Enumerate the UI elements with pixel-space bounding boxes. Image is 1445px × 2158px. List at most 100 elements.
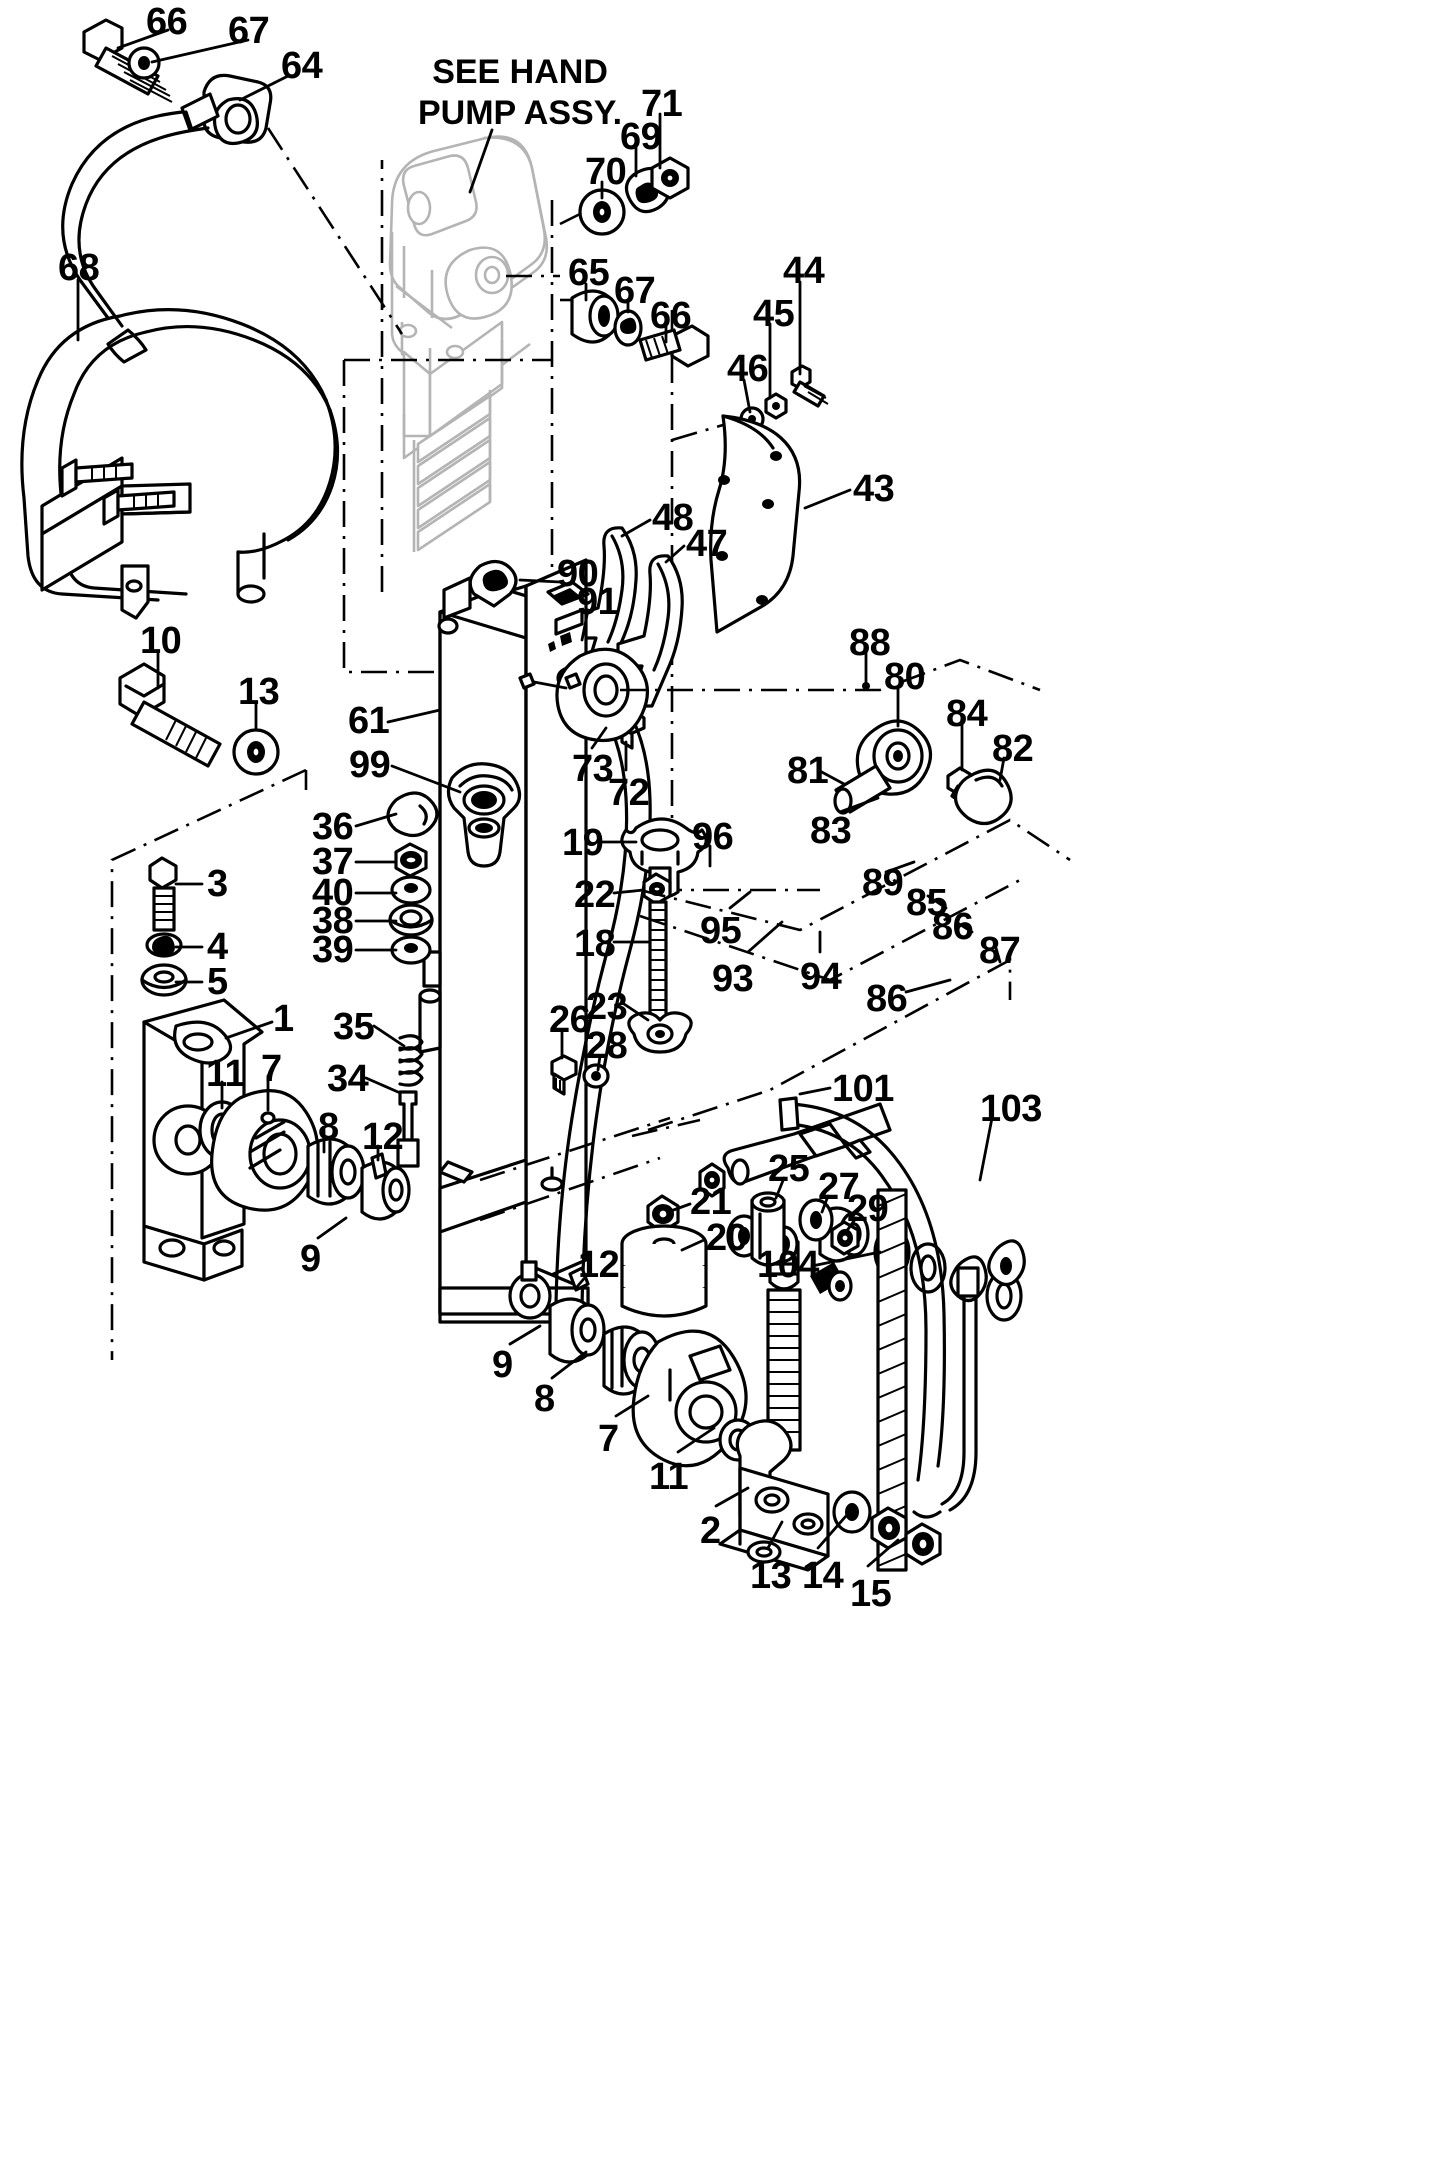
callout-label-89: 89 xyxy=(862,862,904,904)
callout-label-8b: 8 xyxy=(534,1378,555,1420)
leader-line xyxy=(798,1086,832,1096)
part-94-screw xyxy=(810,1262,853,1302)
callout-label-43: 43 xyxy=(853,468,895,510)
callout-label-40: 40 xyxy=(312,872,354,914)
callout-label-8a: 8 xyxy=(318,1106,339,1148)
callout-label-44: 44 xyxy=(783,250,825,292)
leader-line xyxy=(622,1002,650,1022)
leader-line xyxy=(386,708,442,724)
part-67-washer-right xyxy=(613,309,643,347)
callout-label-39: 39 xyxy=(312,929,354,971)
callout-label-48: 48 xyxy=(652,497,694,539)
callout-label-81: 81 xyxy=(787,750,829,792)
leader-line xyxy=(978,1116,994,1182)
callout-leader-lines xyxy=(76,28,1006,1568)
callout-label-68: 68 xyxy=(58,247,100,289)
part-88-pin xyxy=(862,682,870,690)
part-43-cover-plate xyxy=(709,414,802,634)
callout-label-21: 21 xyxy=(690,1181,732,1223)
part-81-shaft xyxy=(833,764,892,815)
leader-line xyxy=(238,74,290,102)
callout-label-26: 26 xyxy=(549,999,591,1041)
part-15-nut xyxy=(904,1522,942,1566)
leader-line xyxy=(574,1272,590,1290)
part-7-sheave-bottom xyxy=(631,1329,748,1468)
part-7-sheave-left xyxy=(210,1089,320,1212)
part-23-wing-nut xyxy=(627,1011,693,1054)
part-4-lock-washer xyxy=(145,932,183,958)
hand-pump-ghost-body xyxy=(388,135,549,552)
part-22-nut xyxy=(642,872,672,906)
callout-label-22: 22 xyxy=(574,874,616,916)
part-86-washer-c xyxy=(987,1239,1026,1287)
part-8-bushing-left xyxy=(306,1137,366,1206)
pump-bellows-ghost xyxy=(412,390,492,552)
callout-label-99: 99 xyxy=(349,744,391,786)
leader-line xyxy=(774,1176,786,1200)
leader-line xyxy=(550,1350,588,1380)
part-71-nut xyxy=(650,156,690,200)
note-see-hand-pump-assy: SEE HAND PUMP ASSY. xyxy=(418,53,623,133)
part-main-curved-arm xyxy=(518,647,652,1352)
callout-label-91: 91 xyxy=(577,581,619,623)
part-13-washer-upper xyxy=(232,728,280,776)
callout-label-14: 14 xyxy=(802,1555,844,1597)
callout-label-29: 29 xyxy=(847,1188,889,1230)
part-101-hose xyxy=(778,1096,946,1482)
callout-label-69: 69 xyxy=(620,116,662,158)
part-68-handle-tube xyxy=(20,308,340,620)
callout-label-104: 104 xyxy=(757,1244,819,1286)
leader-line xyxy=(820,1194,830,1214)
callout-label-67b: 67 xyxy=(614,270,656,312)
part-66-bolt-right xyxy=(638,324,710,368)
callout-label-18: 18 xyxy=(574,923,616,965)
leader-line xyxy=(766,1520,784,1550)
part-103-rod xyxy=(912,1266,980,1519)
part-3-bolt xyxy=(148,856,178,932)
part-5-flat-washer xyxy=(140,963,188,997)
leader-line xyxy=(518,578,562,584)
callout-label-11b: 11 xyxy=(649,1456,689,1498)
callout-label-70: 70 xyxy=(585,151,627,193)
callout-label-71: 71 xyxy=(641,83,683,125)
callout-label-28: 28 xyxy=(586,1025,628,1067)
callout-label-7b: 7 xyxy=(598,1418,619,1460)
part-47-pawl xyxy=(616,554,684,708)
callout-label-88: 88 xyxy=(849,622,891,664)
part-67-washer-top xyxy=(127,46,161,80)
callout-label-103: 103 xyxy=(980,1088,1042,1130)
leader-line xyxy=(150,38,250,64)
callout-label-13b: 13 xyxy=(750,1555,792,1597)
callout-label-84: 84 xyxy=(946,693,988,735)
callout-label-27: 27 xyxy=(818,1166,860,1208)
leader-line xyxy=(364,1076,400,1094)
part-13-washer-bottom xyxy=(832,1490,872,1534)
callout-label-10: 10 xyxy=(140,620,182,662)
leader-line xyxy=(746,920,784,954)
callout-label-23: 23 xyxy=(586,986,628,1028)
callout-label-20: 20 xyxy=(706,1217,748,1259)
callout-label-83: 83 xyxy=(810,810,852,852)
callout-label-9b: 9 xyxy=(492,1344,513,1386)
part-37-nut xyxy=(394,842,428,878)
part-38-washer xyxy=(388,903,434,937)
leader-line xyxy=(714,1486,750,1508)
assembly-centerlines-right xyxy=(479,658,1071,1222)
callout-label-9a: 9 xyxy=(300,1238,321,1280)
leader-line xyxy=(816,1514,848,1550)
leader-line xyxy=(614,1394,650,1418)
leader-line xyxy=(838,796,880,814)
callout-label-11a: 11 xyxy=(206,1053,246,1095)
leader-line xyxy=(390,764,462,794)
callout-label-34: 34 xyxy=(327,1058,369,1100)
part-9-spacer-bottom xyxy=(548,1297,606,1364)
callout-label-93: 93 xyxy=(712,958,754,1000)
leader-line xyxy=(666,1202,692,1214)
callout-label-66a: 66 xyxy=(146,1,188,43)
part-10-bolt xyxy=(118,662,222,768)
callout-label-96: 96 xyxy=(692,816,734,858)
part-70-washer xyxy=(578,188,626,236)
leader-line xyxy=(316,1216,348,1240)
